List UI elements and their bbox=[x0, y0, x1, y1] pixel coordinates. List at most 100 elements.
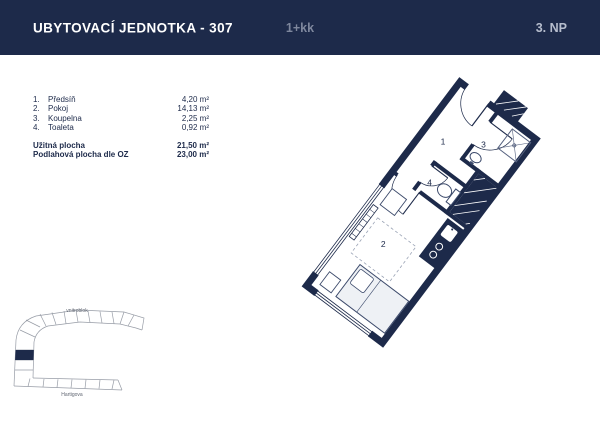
room-name: Předsíň bbox=[48, 95, 76, 104]
room-area: 2,25 m² bbox=[181, 113, 209, 123]
legend-row: 1. Předsíň 4,20 m² bbox=[33, 95, 209, 104]
room-area: 14,13 m² bbox=[177, 104, 209, 114]
room-door-leaf bbox=[402, 191, 421, 215]
bath-door-leaf bbox=[489, 121, 513, 140]
blanket-fold bbox=[356, 280, 381, 313]
unit-title: UBYTOVACÍ JEDNOTKA - 307 bbox=[33, 20, 233, 35]
room-label-wc: 4 bbox=[427, 178, 432, 188]
outer-walls bbox=[301, 77, 541, 348]
shaft-hatch bbox=[495, 100, 527, 117]
radiator-body bbox=[348, 203, 379, 241]
room-name: Koupelna bbox=[48, 113, 82, 123]
rug bbox=[350, 217, 417, 283]
room-label-hall: 1 bbox=[441, 136, 446, 146]
block-end-caps bbox=[117, 327, 143, 391]
partition-wc-top bbox=[433, 161, 469, 190]
shaft-hatch bbox=[452, 178, 497, 225]
hob-burner-icon bbox=[435, 242, 444, 251]
partition-shaft bbox=[444, 168, 481, 216]
layout-type-label: 1+kk bbox=[285, 20, 315, 35]
room-number: 2. bbox=[33, 104, 40, 114]
floor-plan: 1 2 3 4 bbox=[301, 77, 541, 348]
room-name: Toaleta bbox=[48, 123, 74, 133]
kitchen-sink-icon bbox=[440, 225, 458, 242]
window-jambs bbox=[312, 183, 385, 277]
hob-burner-icon bbox=[429, 250, 438, 259]
partition-bath-bottom bbox=[459, 156, 501, 189]
interior-doors bbox=[391, 121, 513, 215]
unit-307-plan: 1 2 3 4 bbox=[301, 77, 541, 348]
total-row: Užitná plocha 21,50 m² bbox=[33, 141, 209, 151]
room-area: 0,92 m² bbox=[181, 123, 209, 133]
block-inner-bottom bbox=[32, 377, 119, 381]
installation-shaft bbox=[449, 173, 497, 226]
block-outer-top bbox=[15, 309, 145, 341]
radiator-fins bbox=[351, 209, 375, 238]
partition-room bbox=[391, 169, 470, 231]
window-end bbox=[313, 289, 373, 337]
shower-drain-icon bbox=[512, 143, 517, 148]
unit-divisions-bottom bbox=[27, 378, 115, 390]
bathroom-fixtures bbox=[469, 128, 532, 166]
building-block-outline bbox=[13, 309, 145, 391]
room-furniture bbox=[319, 188, 417, 334]
door-leaf bbox=[471, 103, 490, 127]
legend-row: 3. Koupelna 2,25 m² bbox=[33, 114, 209, 123]
block-inner-top bbox=[33, 321, 137, 343]
total-label: Podlahová plocha dle OZ bbox=[33, 150, 129, 160]
unit-divisions-top bbox=[39, 310, 135, 327]
pillow bbox=[350, 269, 374, 293]
title-bar: UBYTOVACÍ JEDNOTKA - 307 1+kk 3. NP bbox=[0, 0, 600, 55]
radiator-icon bbox=[348, 203, 379, 241]
legend-row: 4. Toaleta 0,92 m² bbox=[33, 123, 209, 132]
legend-row: 2. Pokoj 14,13 m² bbox=[33, 104, 209, 113]
total-value: 21,50 m² bbox=[176, 140, 209, 150]
partition-walls bbox=[391, 111, 501, 231]
basin-tap-icon bbox=[469, 160, 474, 166]
door-swing bbox=[460, 86, 473, 127]
room-number: 4. bbox=[33, 123, 40, 133]
shaft-block bbox=[493, 90, 528, 122]
courtyard-label: vnitroblok bbox=[66, 308, 88, 314]
room-area: 4,20 m² bbox=[181, 95, 209, 104]
bedside-table bbox=[319, 271, 342, 294]
external-shaft bbox=[493, 90, 528, 122]
room-number-labels: 1 2 3 4 bbox=[381, 136, 486, 249]
toilet-bowl-icon bbox=[436, 183, 453, 198]
kitchenette bbox=[418, 217, 465, 269]
wc-fixtures bbox=[436, 183, 462, 207]
highlighted-unit-307 bbox=[15, 350, 34, 360]
room-label-room: 2 bbox=[381, 239, 386, 249]
entrance-door bbox=[460, 83, 492, 127]
table bbox=[379, 188, 408, 217]
window-jambs bbox=[313, 289, 373, 337]
room-label-bath: 3 bbox=[481, 139, 486, 149]
partition-wc-side bbox=[412, 159, 438, 192]
washbasin-icon bbox=[469, 151, 482, 164]
floor-label: 3. NP bbox=[535, 20, 567, 35]
toilet-tank-icon bbox=[445, 188, 462, 207]
wc-door-swing bbox=[419, 177, 449, 187]
total-row: Podlahová plocha dle OZ 23,00 m² bbox=[33, 150, 209, 160]
total-label: Užitná plocha bbox=[33, 140, 86, 150]
room-number: 1. bbox=[33, 95, 40, 104]
unit-divisions-corner bbox=[19, 319, 41, 338]
window-glazing bbox=[313, 184, 385, 276]
site-plan: vnitroblok Hartigova bbox=[13, 308, 145, 398]
room-number: 3. bbox=[33, 113, 40, 123]
window-glazing bbox=[314, 290, 373, 337]
bath-door-swing bbox=[472, 138, 513, 151]
block-outer-left bbox=[13, 339, 17, 387]
sink-tap-icon bbox=[451, 228, 454, 231]
door-opening bbox=[463, 83, 492, 107]
wc-door-leaf bbox=[431, 165, 449, 179]
shower-diagonals bbox=[497, 128, 531, 162]
area-totals: Užitná plocha 21,50 m² Podlahová plocha … bbox=[33, 141, 209, 161]
shower-icon bbox=[497, 128, 532, 163]
room-name: Pokoj bbox=[48, 104, 69, 114]
window-left bbox=[312, 183, 385, 277]
partition-hall-bath bbox=[460, 111, 499, 161]
street-label: Hartigova bbox=[61, 392, 83, 398]
total-value: 23,00 m² bbox=[176, 150, 209, 160]
